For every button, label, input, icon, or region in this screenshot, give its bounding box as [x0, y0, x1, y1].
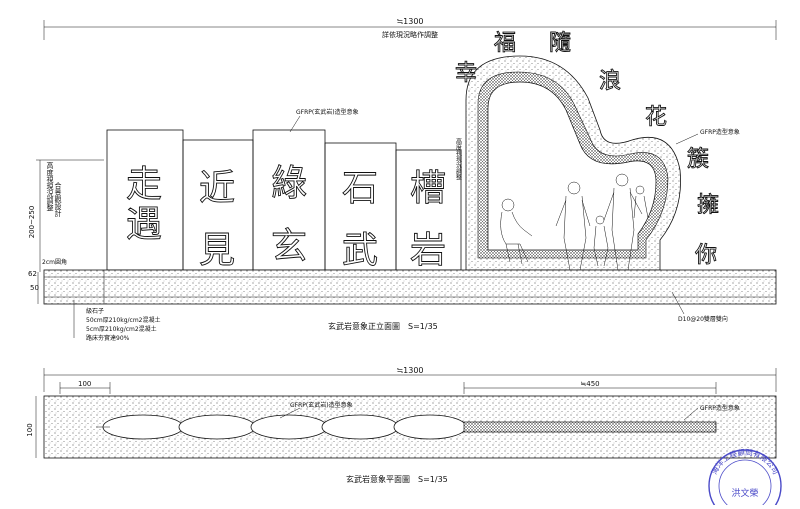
plan-block-2 — [178, 414, 256, 440]
pillar-3-char-bottom: 玄 — [271, 226, 307, 267]
plan-block-3 — [250, 414, 328, 440]
pillar-4-char-bottom: 武 — [342, 230, 378, 271]
pillar-5-char-top: 槽 — [410, 168, 446, 209]
plan-dim-100: 100 — [78, 380, 91, 388]
pillar-1-char-top: 走 — [126, 164, 162, 205]
pillar-1-char-bottom: 遇 — [126, 204, 162, 245]
plan-block-5 — [393, 414, 467, 440]
height-range-label: 200~250 — [28, 206, 36, 239]
callout-gfrp-heart: GFRP造型意象 — [700, 128, 740, 136]
plan-blocks — [96, 414, 717, 440]
side-height-note: 高度視現況調整 — [455, 137, 462, 180]
rebar-note: D10@20雙層雙向 — [678, 315, 728, 323]
plan-title: 玄武岩意象平面圖 — [346, 474, 410, 484]
plan-callout-right: GFRP造型意象 — [700, 404, 740, 412]
plan-callout-leader-left — [279, 407, 301, 419]
plan-dim-450: ≒450 — [580, 380, 599, 388]
pillar-2-char-top: 近 — [199, 168, 235, 209]
layer-3: 5cm厚210kg/cm2混凝土 — [86, 325, 157, 333]
elevation-view: ≒1300 詳依現況略作調整 高度視現況調整 合景觀設計 200~250 62 … — [28, 17, 777, 342]
elevation-scale: S=1/35 — [408, 322, 438, 331]
plan-heart-base — [463, 421, 717, 433]
heart-word-4: 浪 — [599, 69, 621, 94]
callout-leader-heart — [675, 133, 699, 145]
pillar-5-char-bottom: 岩 — [410, 230, 446, 271]
heart-word-3: 隨 — [549, 31, 571, 56]
dim-50: 50 — [30, 284, 39, 292]
layer-2: 50cm厚210kg/cm2混凝土 — [86, 316, 161, 324]
plan-scale: S=1/35 — [418, 475, 448, 484]
heart-word-6: 簇 — [687, 147, 709, 172]
heart-word-1: 幸 — [455, 61, 477, 86]
overall-dim-text: ≒1300 — [396, 17, 423, 26]
plan-view: ≒1300 100 ≒450 100 GFRP(玄武岩)造型意象 GFRP造型意… — [26, 366, 777, 484]
heart-word-8: 你 — [695, 243, 717, 268]
left-height-note-2: 合景觀設計 — [54, 181, 62, 218]
plan-dim-left: 100 — [26, 423, 34, 436]
heart-word-7: 擁 — [697, 193, 719, 218]
callout-leader-block — [289, 115, 301, 133]
left-height-note: 高度視現況調整 — [46, 161, 54, 211]
top-note: 詳依現況略作調整 — [382, 30, 438, 39]
heart-word-2: 福 — [494, 31, 516, 56]
plan-block-1 — [102, 414, 184, 440]
plan-callout-leader-right — [683, 407, 699, 421]
pillar-2-char-bottom: 見 — [199, 230, 235, 271]
elevation-title: 玄武岩意象正立面圖 — [328, 321, 400, 331]
heart-frame — [465, 55, 681, 271]
seal-person: 洪文榮 — [731, 487, 758, 499]
callout-gfrp-block: GFRP(玄武岩)造型意象 — [296, 108, 359, 116]
dim-62: 62 — [28, 270, 37, 278]
layer-4: 路床夯實達90% — [86, 334, 130, 342]
rebar-leader — [671, 291, 685, 315]
pillar-4-char-top: 石 — [342, 168, 378, 209]
family-figures — [500, 173, 649, 271]
plan-callout-left: GFRP(玄武岩)造型意象 — [290, 401, 353, 409]
heart-word-5: 花 — [645, 105, 667, 130]
plan-block-4 — [321, 414, 399, 440]
plan-overall-dim: ≒1300 — [396, 366, 423, 375]
pillar-3-char-top: 綠 — [271, 163, 307, 204]
foundation-slab — [43, 269, 777, 305]
round-corner-note: 2cm圓角 — [42, 258, 67, 266]
layer-1: 級石子 — [86, 307, 104, 315]
